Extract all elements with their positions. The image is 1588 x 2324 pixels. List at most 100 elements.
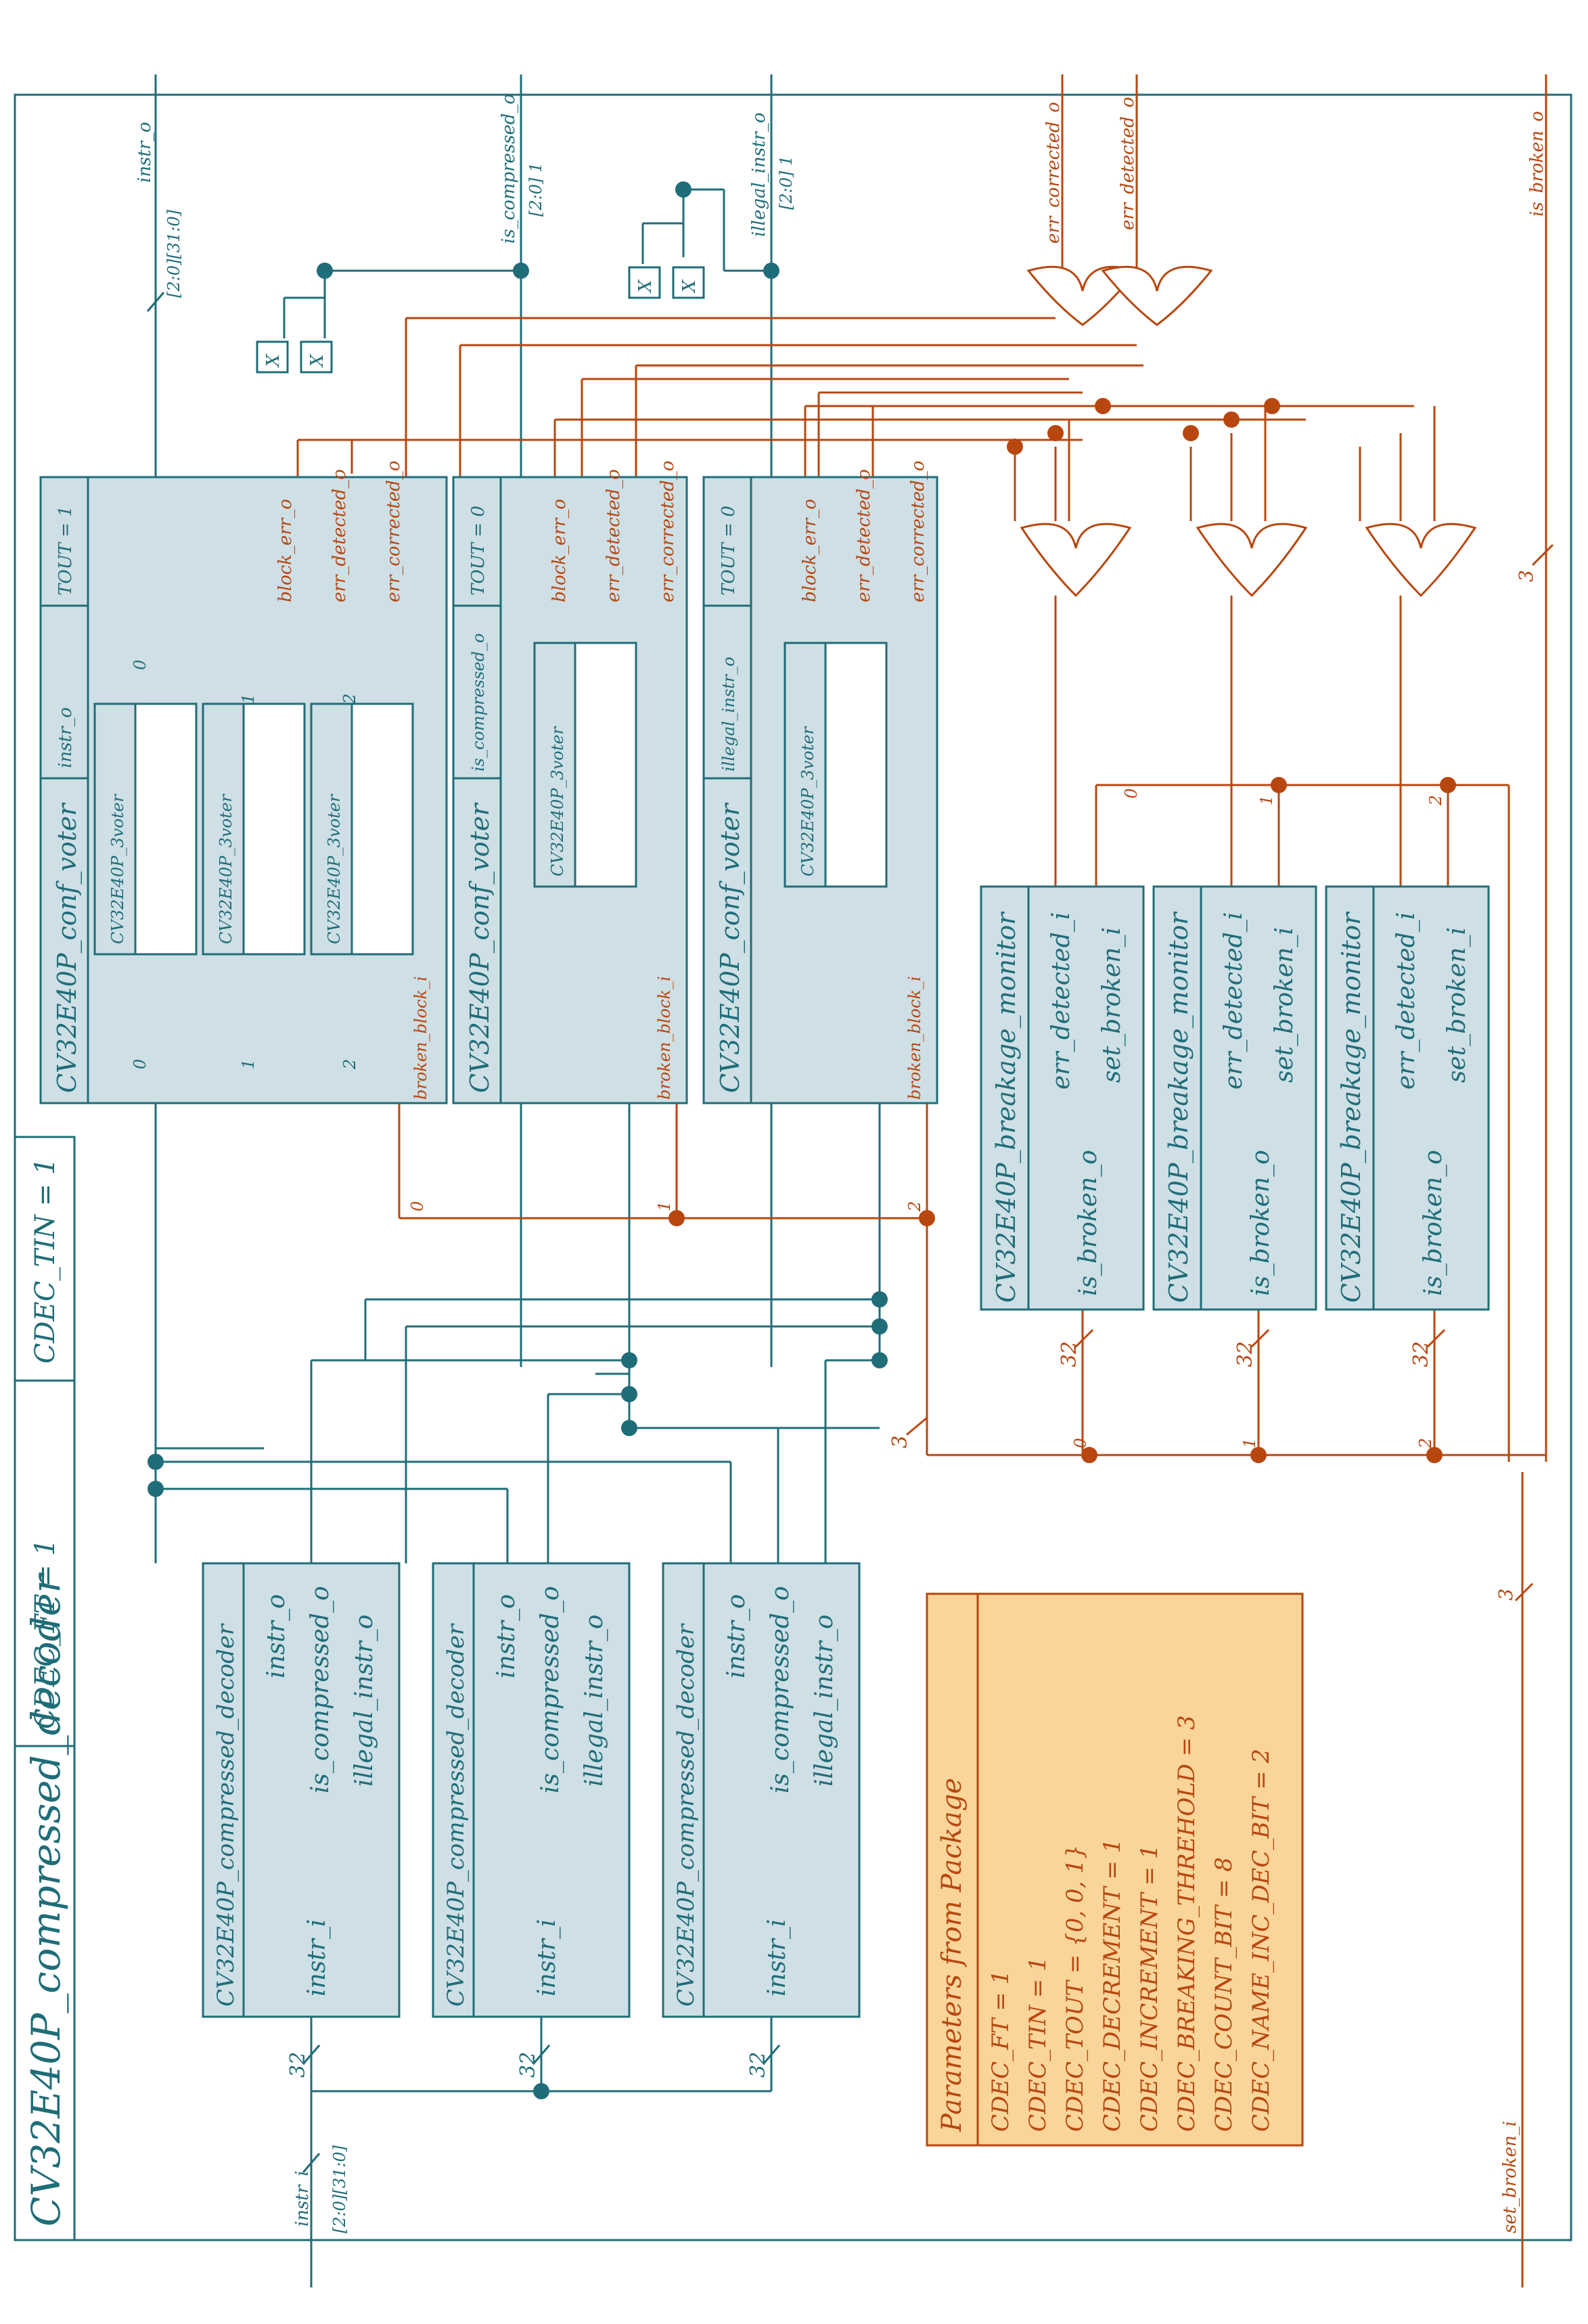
voter-instr: CV32E40P_conf_voter instr_o TOUT = 1 CV3… [39, 461, 448, 1104]
index-label: 0 [408, 1201, 427, 1211]
port-illegal-instr-range: [2:0] 1 [777, 156, 796, 210]
monitor-port: is_broken_o [1247, 1150, 1275, 1296]
decoder-port: instr_i [303, 1919, 331, 1996]
port-is-compressed-range: [2:0] 1 [526, 162, 545, 217]
x-label: X [307, 353, 327, 368]
monitor-port: set_broken_i [1098, 927, 1126, 1083]
inner-voter-label: CV32E40P_3voter [798, 725, 817, 876]
decoder-2: CV32E40P_compressed_decoder instr_i inst… [662, 1562, 861, 2018]
voter-port: block_err_o [549, 499, 570, 602]
decoder-1: CV32E40P_compressed_decoder instr_i inst… [432, 1562, 631, 2018]
voter-port: err_corrected_o [658, 461, 678, 602]
header-param-tin: CDEC_TIN = 1 [30, 1158, 61, 1364]
parameter-line: CDEC_DECREMENT = 1 [1099, 1839, 1126, 2132]
monitor-port: set_broken_i [1443, 927, 1471, 1083]
voter-illegal-instr: CV32E40P_conf_voter illegal_instr_o TOUT… [702, 461, 938, 1104]
port-err-corrected-o-label: err_corrected_o [1043, 102, 1064, 244]
monitor-port: is_broken_o [1420, 1150, 1447, 1296]
voter-port: block_err_o [800, 499, 820, 602]
decoder-port: instr_o [493, 1594, 520, 1678]
voter-is-compressed: CV32E40P_conf_voter is_compressed_o TOUT… [452, 461, 688, 1104]
width-label: 32 [286, 2052, 310, 2078]
voter-out-label: is_compressed_o [469, 633, 488, 772]
index-label: 1 [1257, 795, 1276, 805]
monitor-title: CV32E40P_breakage_monitor [1164, 911, 1194, 1303]
port-illegal-instr-o-label: illegal_instr_o [749, 112, 769, 237]
decoder-port: illegal_instr_o [811, 1615, 838, 1787]
index-label: 1 [239, 694, 258, 704]
parameter-line: CDEC_NAME_INC_DEC_BIT = 2 [1248, 1749, 1275, 2132]
parameters-box: Parameters from Package CDEC_FT = 1 CDEC… [926, 1592, 1304, 2147]
voter-out-label: instr_o [55, 707, 76, 768]
monitor-0: CV32E40P_breakage_monitor err_detected_i… [980, 885, 1145, 1311]
monitor-title: CV32E40P_breakage_monitor [1336, 911, 1367, 1303]
module-title: CV32E40P_compressed_decoder [23, 1572, 69, 2227]
monitor-port: is_broken_o [1074, 1150, 1102, 1296]
index-label: 2 [1416, 1438, 1435, 1449]
decoder-title: CV32E40P_compressed_decoder [212, 1623, 240, 2007]
voter-port: broken_block_i [905, 976, 924, 1100]
parameter-line: CDEC_COUNT_BIT = 8 [1210, 1857, 1238, 2132]
decoder-port: instr_o [723, 1594, 750, 1678]
port-err-detected-o-label: err_detected_o [1118, 97, 1138, 230]
decoder-port: is_compressed_o [767, 1586, 794, 1794]
width-label: 3 [888, 1435, 912, 1448]
voter-port: err_detected_o [330, 469, 350, 602]
or-gates [1020, 265, 1477, 598]
decoder-port: instr_i [533, 1919, 561, 1996]
monitor-port: err_detected_i [1047, 912, 1075, 1090]
decoder-port: is_compressed_o [537, 1586, 564, 1794]
port-set-broken-i-label: set_broken_i [1500, 2121, 1520, 2233]
parameter-line: CDEC_TIN = 1 [1024, 1957, 1051, 2132]
header-text: CV32E40P_compressed_decoder CDEC_FT = 1 … [23, 1158, 69, 2227]
voter-param: TOUT = 0 [468, 506, 489, 596]
monitor-port: set_broken_i [1271, 927, 1298, 1083]
voter-port: err_corrected_o [908, 461, 928, 602]
monitor-2: CV32E40P_breakage_monitor err_detected_i… [1325, 885, 1490, 1311]
inner-voter-label: CV32E40P_3voter [217, 793, 235, 944]
voter-param: TOUT = 1 [55, 506, 76, 596]
width-label: 32 [516, 2052, 540, 2078]
x-label: X [635, 279, 656, 294]
header-column [14, 1136, 76, 2241]
inner-voter-label: CV32E40P_3voter [108, 793, 127, 944]
voter-port: broken_block_i [411, 976, 430, 1100]
parameter-line: CDEC_FT = 1 [987, 1970, 1014, 2132]
index-label: 2 [340, 694, 359, 705]
index-label: 1 [1240, 1438, 1259, 1448]
index-label: 0 [1122, 788, 1141, 799]
port-is-compressed-o-label: is_compressed_o [499, 94, 519, 244]
x-label: X [679, 279, 700, 294]
parameter-line: CDEC_TOUT = {0, 0, 1} [1062, 1845, 1089, 2132]
port-instr-i-label: instr_i [292, 2170, 313, 2227]
parameter-line: CDEC_INCREMENT = 1 [1136, 1844, 1163, 2132]
index-label: 0 [1071, 1438, 1090, 1448]
decoder-title: CV32E40P_compressed_decoder [443, 1623, 470, 2007]
voter-port: err_corrected_o [384, 461, 404, 602]
voter-port: broken_block_i [655, 976, 674, 1100]
width-label: 32 [1233, 1341, 1257, 1367]
width-label: 32 [1409, 1341, 1433, 1367]
port-instr-o-label: instr_o [135, 122, 155, 183]
inner-voter-label: CV32E40P_3voter [548, 725, 567, 876]
voter-param: TOUT = 0 [719, 506, 739, 596]
index-label: 2 [340, 1059, 359, 1070]
port-instr-o-range: [2:0][31:0] [164, 209, 183, 298]
decoder-title: CV32E40P_compressed_decoder [673, 1623, 700, 2007]
monitor-title: CV32E40P_breakage_monitor [991, 911, 1022, 1303]
decoder-port: instr_i [763, 1919, 791, 1996]
decoder-0: CV32E40P_compressed_decoder instr_i inst… [202, 1562, 401, 2018]
monitor-port: err_detected_i [1220, 912, 1248, 1090]
decoder-port: illegal_instr_o [350, 1615, 378, 1787]
voter-port: err_detected_o [604, 469, 624, 602]
index-label: 1 [655, 1201, 674, 1211]
inner-voter-label: CV32E40P_3voter [325, 793, 344, 944]
index-label: 1 [239, 1059, 258, 1069]
monitor-port: err_detected_i [1392, 912, 1420, 1090]
decoder-port: is_compressed_o [307, 1586, 334, 1794]
parameter-line: CDEC_BREAKING_THREHOLD = 3 [1173, 1715, 1200, 2132]
voter-port: err_detected_o [854, 469, 874, 602]
x-label: X [263, 353, 283, 368]
voter-title: CV32E40P_conf_voter [465, 802, 495, 1093]
